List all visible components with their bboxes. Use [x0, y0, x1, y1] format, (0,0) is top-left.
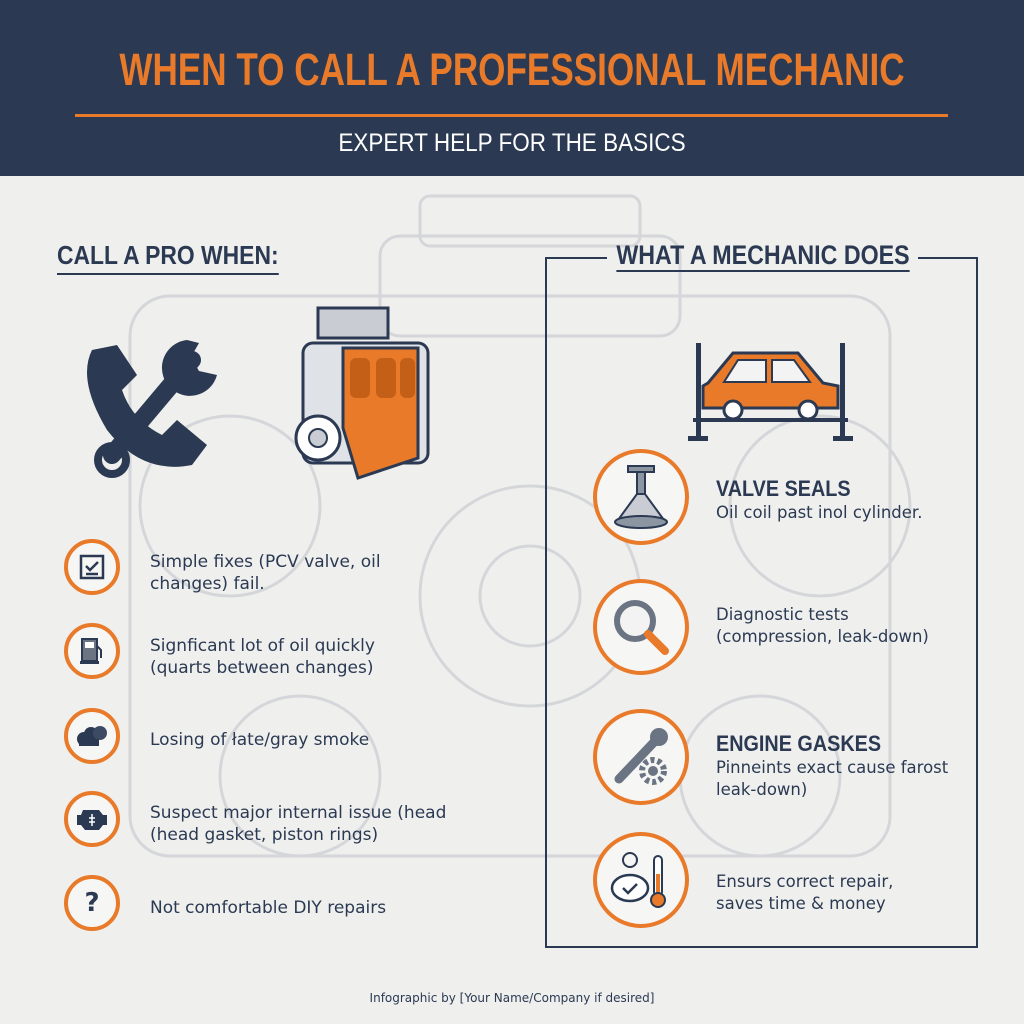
call-a-pro-heading: CALL A PRO WHEN: [57, 240, 279, 275]
panel-border [918, 257, 978, 259]
list-item: Losing of łate/gray smoke [150, 730, 370, 750]
mechanic-panel [545, 257, 978, 948]
title-divider [75, 114, 948, 117]
magnifier-icon [593, 579, 689, 675]
list-item: Ensurs correct repair,saves time & money [716, 872, 894, 913]
question-icon: ? [64, 875, 120, 931]
engine-warning-icon [64, 791, 120, 847]
page-title: WHEN TO CALL A PROFESSIONAL MECHANIC [119, 44, 905, 95]
panel-border [545, 257, 607, 259]
mechanic-heading: WHAT A MECHANIC DOES [616, 240, 910, 272]
list-item: Not comfortable DIY repairs [150, 898, 387, 918]
list-item: Diagnostic tests(compression, leak-down) [716, 605, 929, 646]
checklist-icon [64, 539, 120, 595]
header-banner [0, 0, 1024, 176]
footer-credit: Infographic by [Your Name/Company if des… [369, 991, 655, 1005]
list-item: Signficant lot of oil quickly(quarts bet… [150, 636, 375, 678]
car-lift-icon [688, 343, 853, 441]
page-subtitle: EXPERT HELP FOR THE BASICS [338, 129, 686, 157]
piggy-bank-thermometer-icon [593, 832, 689, 928]
valve-icon [593, 449, 689, 545]
engine-illustration [294, 306, 430, 480]
fuel-pump-icon [64, 623, 120, 679]
smoke-cloud-icon [64, 708, 120, 764]
phone-wrench-icon [87, 340, 217, 478]
list-item: Suspect major internal issue (head(head … [150, 803, 447, 845]
wrench-gear-icon [593, 709, 689, 805]
